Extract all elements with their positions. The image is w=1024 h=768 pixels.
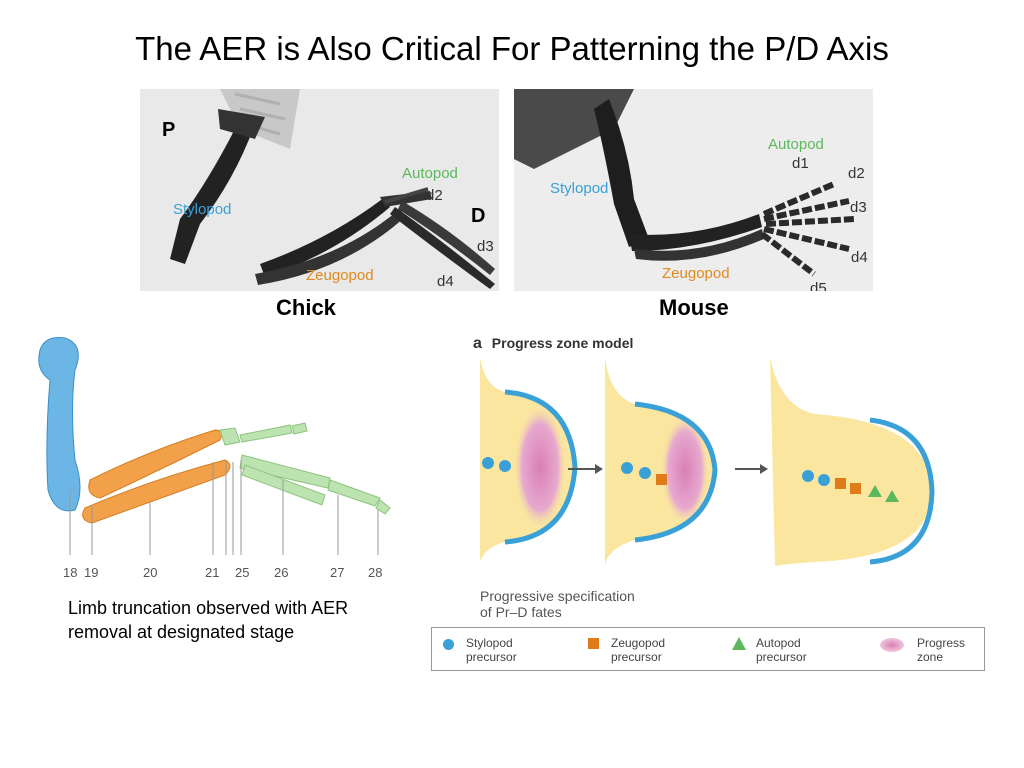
legend-label: Stylopod — [466, 636, 513, 650]
zeugopod-precursor — [850, 483, 861, 494]
legend-box: Stylopod precursor Zeugopod precursor Au… — [431, 627, 985, 671]
chick-skeleton-drawing — [140, 89, 499, 291]
mouse-digit-label: d3 — [850, 199, 867, 216]
mouse-skeleton-drawing — [514, 89, 873, 291]
legend-label: Autopod — [756, 636, 801, 650]
chick-caption: Chick — [276, 295, 336, 320]
stage-label: 25 — [235, 565, 250, 580]
legend-progress-zone: Progress zone — [917, 636, 965, 664]
mouse-digit-label: d2 — [848, 165, 865, 182]
panel-letter: a — [473, 335, 482, 352]
panel-title: Progress zone model — [491, 335, 634, 351]
stylopod-precursor — [818, 474, 830, 486]
stylopod-precursor — [802, 470, 814, 482]
chick-stylopod-label: Stylopod — [173, 201, 232, 218]
stylopod-precursor — [639, 467, 651, 479]
mouse-zeugopod-label: Zeugopod — [662, 265, 730, 282]
progress-zone-heading: a Progress zone model — [473, 335, 633, 353]
stylopod-precursor — [621, 462, 633, 474]
chick-d-label: D — [471, 205, 486, 227]
chick-p-label: P — [162, 119, 176, 141]
stage-label: 20 — [143, 565, 158, 580]
progress-zone-blob-icon — [880, 638, 904, 652]
chick-digit-label: d3 — [477, 238, 494, 255]
stage-label: 28 — [368, 565, 383, 580]
circle-icon — [443, 639, 454, 650]
mouse-stylopod-label: Stylopod — [550, 180, 609, 197]
mouse-limb-photo: Stylopod Zeugopod Autopod d1 d2 d3 d4 d5 — [514, 89, 873, 291]
chick-limb-photo: P D Stylopod Zeugopod Autopod d2 d3 d4 — [140, 89, 499, 291]
stage-label: 21 — [205, 565, 220, 580]
zeugopod-precursor — [835, 478, 846, 489]
legend-label: zone — [917, 650, 944, 664]
chick-digit-label: d4 — [437, 273, 454, 290]
mouse-digit-label: d1 — [792, 155, 809, 172]
mouse-digit-label: d5 — [810, 280, 827, 291]
triangle-icon — [732, 637, 746, 650]
slide-title: The AER is Also Critical For Patterning … — [135, 30, 889, 67]
legend-label: Progress — [917, 636, 966, 650]
legend-zeugopod: Zeugopod precursor — [611, 636, 665, 664]
legend-label: precursor — [466, 650, 517, 664]
autopod-precursor — [868, 485, 882, 497]
legend-stylopod: Stylopod precursor — [466, 636, 517, 664]
note-line: of Pr–D fates — [480, 604, 562, 620]
legend-label: precursor — [756, 650, 807, 664]
chick-digit-label: d2 — [426, 187, 443, 204]
stage-label: 18 — [63, 565, 78, 580]
stylopod-precursor — [482, 457, 494, 469]
stage-label: 19 — [84, 565, 99, 580]
legend-autopod: Autopod precursor — [756, 636, 807, 664]
limb-stage-diagram — [38, 337, 391, 555]
stage-label: 27 — [330, 565, 345, 580]
caption-line: Limb truncation observed with AER — [68, 598, 349, 618]
legend-label: precursor — [611, 650, 662, 664]
mouse-autopod-label: Autopod — [768, 136, 824, 153]
caption-line: removal at designated stage — [68, 622, 295, 642]
zeugopod-precursor — [656, 474, 667, 485]
progressive-note: Progressive specification of Pr–D fates — [480, 588, 635, 620]
square-icon — [588, 638, 599, 649]
chick-autopod-label: Autopod — [402, 165, 458, 182]
mouse-caption: Mouse — [659, 295, 729, 320]
legend-label: Zeugopod — [611, 636, 666, 650]
mouse-digit-label: d4 — [851, 249, 868, 266]
note-line: Progressive specification — [480, 588, 635, 604]
stylopod-precursor — [499, 460, 511, 472]
progress-zone-diagram — [480, 357, 935, 566]
stage-label: 26 — [274, 565, 289, 580]
autopod-precursor — [885, 490, 899, 502]
chick-zeugopod-label: Zeugopod — [306, 267, 374, 284]
truncation-caption: Limb truncation observed with AER remova… — [68, 596, 348, 644]
